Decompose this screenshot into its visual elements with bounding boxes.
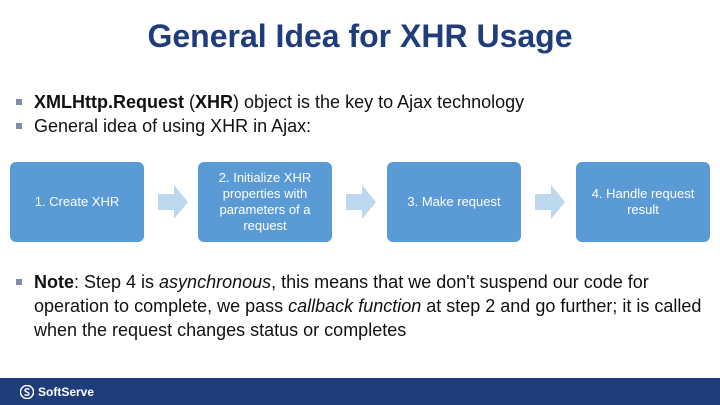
step-box-handle-result: 4. Handle request result: [576, 162, 710, 242]
bullet-item-1: XMLHttp.Request (XHR) object is the key …: [14, 90, 704, 114]
footer-bar: SoftServe: [0, 378, 720, 405]
bullet-text: General idea of using XHR in Ajax:: [34, 116, 312, 136]
step-box-initialize-xhr: 2. Initialize XHR properties with parame…: [198, 162, 332, 242]
process-flow: 1. Create XHR 2. Initialize XHR properti…: [0, 162, 720, 242]
xhr-object-name: XMLHttp.Request: [34, 92, 184, 112]
softserve-logo: SoftServe: [20, 383, 94, 401]
step-box-make-request: 3. Make request: [387, 162, 521, 242]
note-bullet: Note: Step 4 is asynchronous, this means…: [14, 270, 704, 342]
logo-text: SoftServe: [38, 385, 95, 399]
bullet-square-icon: [16, 279, 22, 285]
bullet-item-2: General idea of using XHR in Ajax:: [14, 114, 704, 138]
bullet-square-icon: [16, 99, 22, 105]
xhr-abbrev: XHR: [195, 92, 234, 112]
note-text: at step 2 and go further; it is called w…: [34, 296, 702, 340]
arrow-right-icon: [535, 185, 565, 219]
bullet-list: XMLHttp.Request (XHR) object is the key …: [14, 90, 704, 138]
note-italic-callback: callback function: [288, 296, 422, 316]
bullet-text: ) object is the key to Ajax technology: [233, 92, 525, 112]
note-italic-asynchronous: asynchronous: [159, 272, 272, 292]
arrow-right-icon: [346, 185, 376, 219]
note-label: Note: [34, 272, 74, 292]
bullet-text: (: [184, 92, 195, 112]
slide-title: General Idea for XHR Usage: [147, 18, 573, 54]
note-text: , this means that we don't suspend our c…: [34, 272, 649, 316]
softserve-logo-icon: [20, 385, 34, 399]
step-box-create-xhr: 1. Create XHR: [10, 162, 144, 242]
arrow-right-icon: [158, 185, 188, 219]
bullet-square-icon: [16, 123, 22, 129]
note-text: : Step 4 is: [74, 272, 160, 292]
